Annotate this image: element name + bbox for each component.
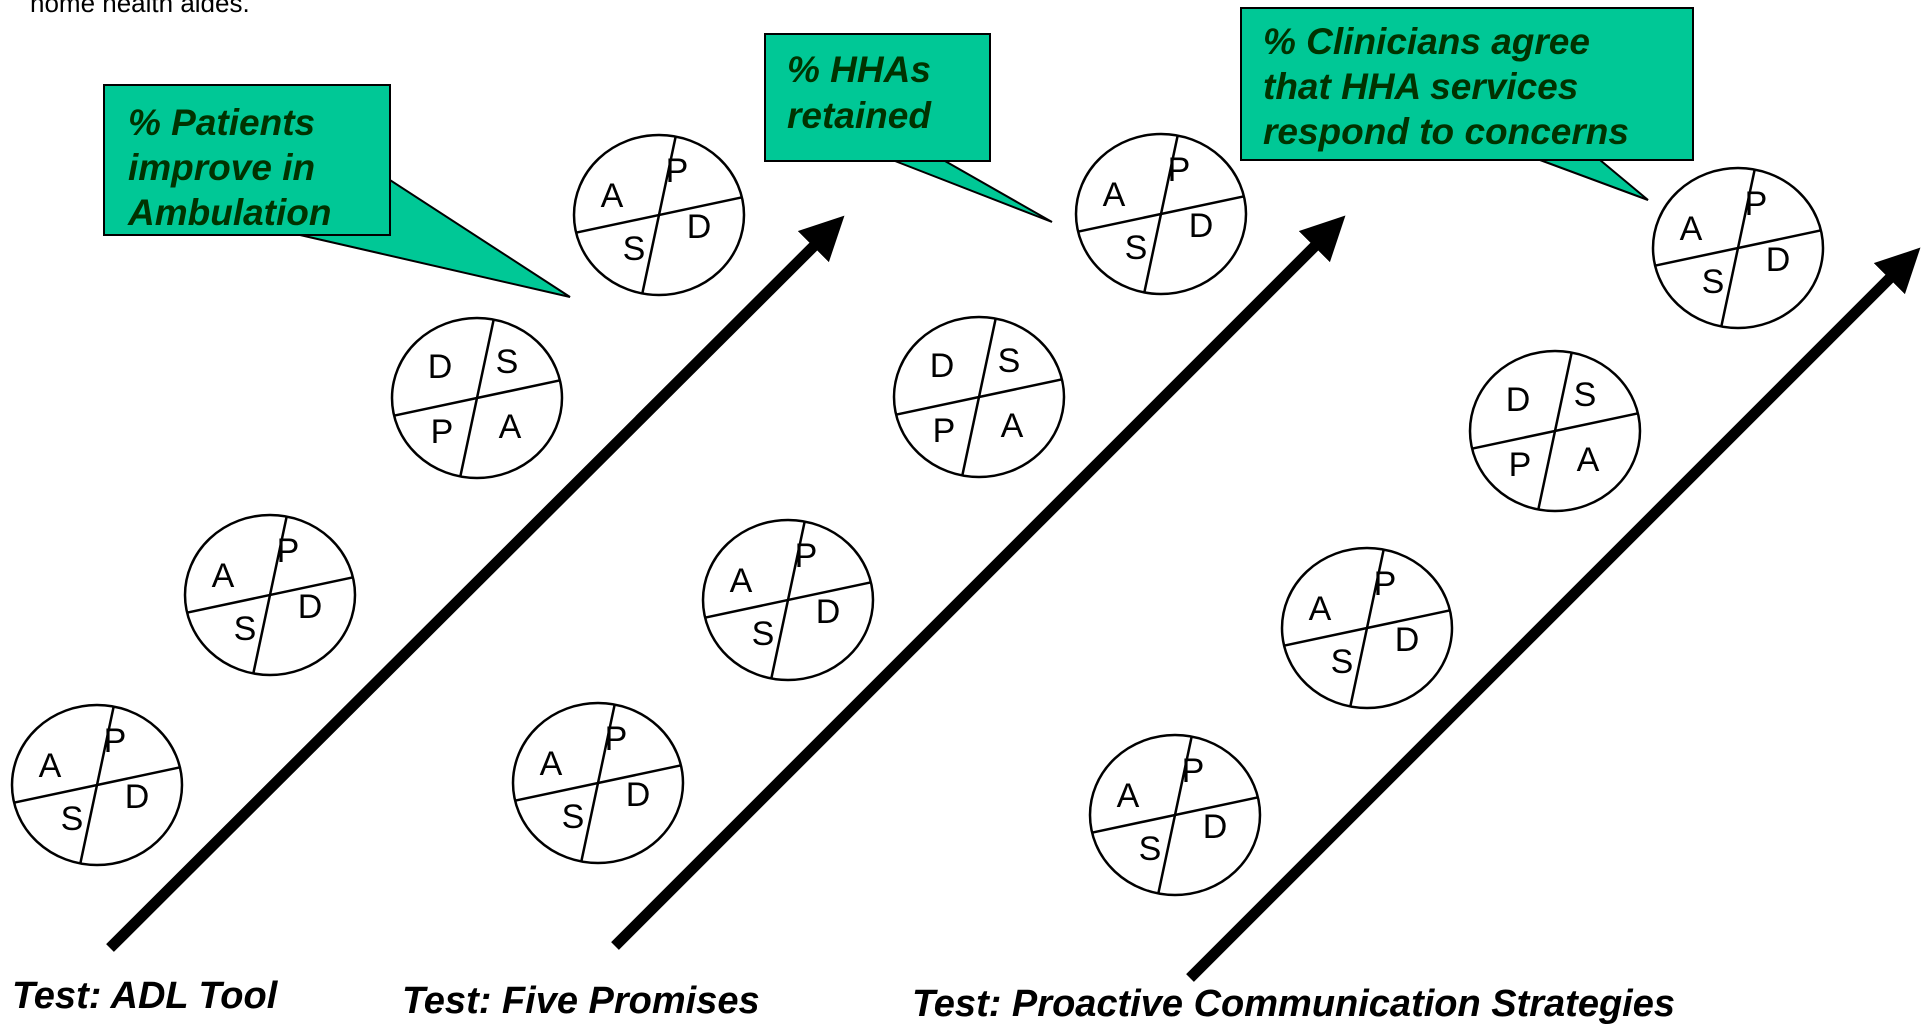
pdsa-cycle: A P S D	[1280, 546, 1454, 710]
pdsa-divider	[895, 378, 1063, 416]
callout-fill	[1242, 9, 1692, 159]
callout-fill	[105, 86, 389, 234]
pdsa-divider	[1654, 229, 1822, 267]
callout-text-line: Ambulation	[127, 192, 331, 233]
pdsa-label-act: A	[1680, 210, 1703, 248]
pdsa-cycle: A P S D	[1088, 733, 1262, 897]
pdsa-label-plan: P	[1745, 185, 1768, 223]
pdsa-label-plan: P	[104, 722, 127, 760]
pdsa-cycle: A P S D	[10, 703, 184, 867]
ramp-arrow-2	[611, 215, 1346, 950]
callout-fill	[766, 35, 989, 160]
callout-text-line: % Clinicians agree	[1263, 21, 1590, 62]
metric-callout: % HHAs retained	[764, 33, 1053, 223]
pdsa-label-plan: P	[933, 412, 956, 450]
pdsa-label-do: D	[816, 593, 841, 631]
ramp-arrow-1	[106, 215, 845, 952]
pdsa-cycle: A P S D	[572, 133, 746, 297]
pdsa-divider	[1283, 609, 1451, 647]
pdsa-label-do: D	[626, 776, 651, 814]
pdsa-label-study: S	[496, 343, 519, 381]
pdsa-label-plan: P	[277, 532, 300, 570]
pdsa-label-do: D	[1189, 207, 1214, 245]
pdsa-divider	[1471, 412, 1639, 450]
callout-pointer	[1539, 159, 1649, 201]
pdsa-divider	[186, 576, 354, 614]
pdsa-label-do: D	[1395, 621, 1420, 659]
callout-pointer	[894, 160, 1053, 223]
pdsa-label-study: S	[234, 610, 257, 648]
test-caption-five-promises: Test: Five Promises	[402, 980, 760, 1022]
pdsa-divider	[1091, 796, 1259, 834]
pdsa-label-plan: P	[1374, 565, 1397, 603]
pdsa-label-plan: P	[1168, 151, 1191, 189]
pdsa-label-plan: P	[1509, 446, 1532, 484]
ramp-arrow-3	[1186, 247, 1921, 982]
pdsa-label-do: D	[1506, 381, 1531, 419]
pdsa-label-act: A	[540, 745, 563, 783]
pdsa-label-plan: P	[431, 413, 454, 451]
pdsa-cycle: D S P A	[892, 315, 1066, 479]
pdsa-label-study: S	[998, 342, 1021, 380]
pdsa-label-act: A	[730, 562, 753, 600]
pdsa-label-study: S	[1125, 229, 1148, 267]
pdsa-label-do: D	[930, 347, 955, 385]
pdsa-label-do: D	[1203, 808, 1228, 846]
callout-text-line: that HHA services	[1263, 66, 1578, 107]
pdsa-label-do: D	[125, 778, 150, 816]
callout-text-line: respond to concerns	[1263, 111, 1629, 152]
pdsa-label-study: S	[623, 230, 646, 268]
pdsa-label-plan: P	[666, 152, 689, 190]
pdsa-label-do: D	[298, 588, 323, 626]
pdsa-cycle: A P S D	[1074, 132, 1248, 296]
pdsa-divider	[575, 196, 743, 234]
pdsa-label-study: S	[1139, 830, 1162, 868]
pdsa-cycle: A P S D	[701, 518, 875, 682]
pdsa-label-act: A	[1577, 441, 1600, 479]
pdsa-label-act: A	[1103, 176, 1126, 214]
pdsa-cycle: A P S D	[1651, 166, 1825, 330]
pdsa-cycle: A P S D	[511, 701, 685, 865]
pdsa-label-act: A	[1309, 590, 1332, 628]
pdsa-divider	[13, 766, 181, 804]
pdsa-label-act: A	[601, 177, 624, 215]
pdsa-label-do: D	[428, 348, 453, 386]
pdsa-label-act: A	[39, 747, 62, 785]
pdsa-label-study: S	[1331, 643, 1354, 681]
pdsa-cycle: D S P A	[390, 316, 564, 480]
pdsa-label-study: S	[562, 798, 585, 836]
pdsa-label-plan: P	[1182, 752, 1205, 790]
test-caption-proactive-communication: Test: Proactive Communication Strategies	[912, 983, 1676, 1025]
callout-text-line: improve in	[128, 147, 315, 188]
callout-text-line: % HHAs	[787, 49, 931, 90]
pdsa-divider	[1077, 195, 1245, 233]
pdsa-label-act: A	[212, 557, 235, 595]
pdsa-label-act: A	[1117, 777, 1140, 815]
header-text-fragment: home health aides.	[30, 0, 250, 18]
pdsa-divider	[514, 764, 682, 802]
test-caption-adl-tool: Test: ADL Tool	[12, 975, 278, 1017]
pdsa-divider	[704, 581, 872, 619]
callout-text-line: % Patients	[128, 102, 315, 143]
pdsa-label-plan: P	[605, 720, 628, 758]
pdsa-label-study: S	[61, 800, 84, 838]
pdsa-label-do: D	[687, 208, 712, 246]
pdsa-cycle: A P S D	[183, 513, 357, 677]
pdsa-label-study: S	[1574, 376, 1597, 414]
pdsa-label-act: A	[499, 408, 522, 446]
pdsa-label-study: S	[1702, 263, 1725, 301]
pdsa-label-do: D	[1766, 241, 1791, 279]
pdsa-label-act: A	[1001, 407, 1024, 445]
callout-text-line: retained	[787, 95, 932, 136]
pdsa-label-plan: P	[795, 537, 818, 575]
pdsa-divider	[393, 379, 561, 417]
pdsa-label-study: S	[752, 615, 775, 653]
pdsa-cycle: D S P A	[1468, 349, 1642, 513]
